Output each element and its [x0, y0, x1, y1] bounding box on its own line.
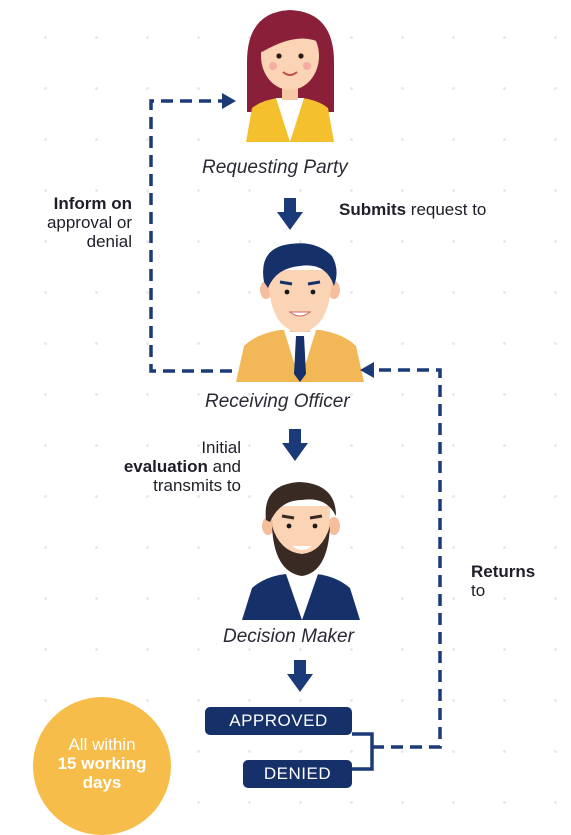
timeline-line2: 15 working [57, 754, 147, 773]
evaluation-line2: evaluation and [123, 457, 241, 476]
returns-label: Returns to [471, 562, 535, 600]
inform-line1: Inform on [53, 194, 132, 213]
inform-label: Inform on approval or denial [47, 194, 132, 251]
returns-line1: Returns [471, 562, 536, 581]
submits-rest: request to [406, 200, 487, 219]
submits-label: Submits request to [339, 200, 486, 219]
submits-bold: Submits [339, 200, 407, 219]
returns-line2: to [471, 581, 486, 600]
evaluation-label: Initial evaluation and transmits to [124, 438, 241, 495]
requesting-party-label: Requesting Party [202, 157, 348, 178]
evaluation-line1: Initial [201, 438, 241, 457]
evaluation-line3: transmits to [153, 476, 241, 495]
decision-maker-label: Decision Maker [223, 626, 354, 647]
approved-badge: APPROVED [205, 707, 352, 735]
timeline-line3: days [82, 773, 122, 792]
receiving-officer-label: Receiving Officer [205, 391, 350, 412]
inform-line2: approval or [46, 213, 132, 232]
timeline-badge: All within 15 working days [33, 697, 171, 835]
inform-line3: denial [86, 232, 132, 251]
denied-badge: DENIED [243, 760, 352, 788]
timeline-line1: All within [68, 735, 136, 754]
